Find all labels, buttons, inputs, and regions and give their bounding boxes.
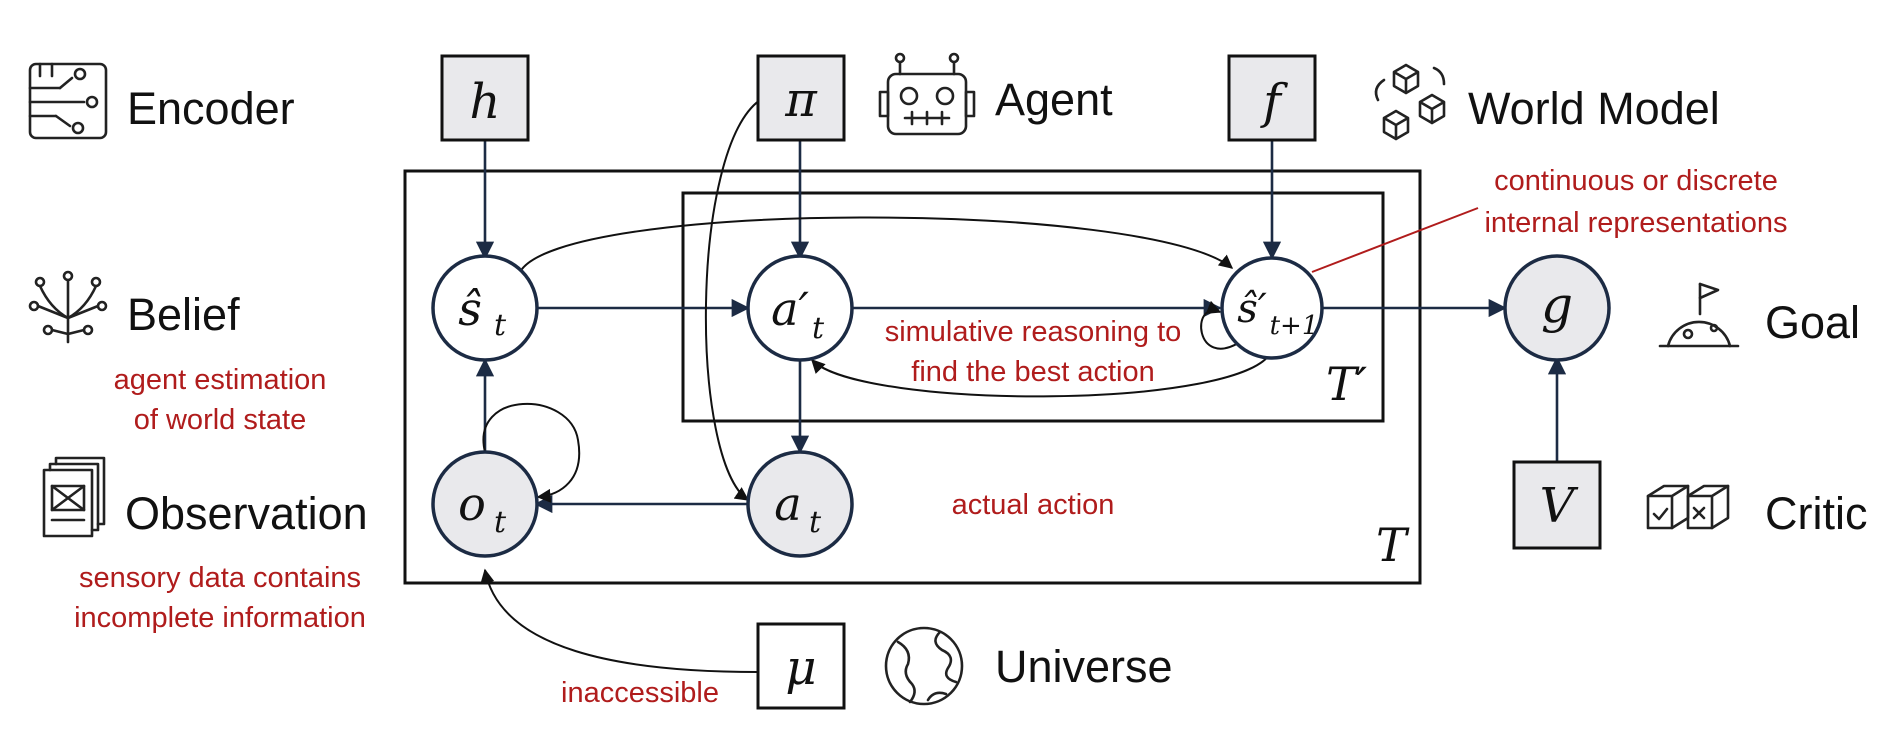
edge-s-to-snext-curve: [519, 216, 1234, 273]
annotation-reasoning-2: find the best action: [911, 356, 1154, 388]
outer-plate: [403, 169, 1422, 585]
node-s-prime-next: ŝ′ t+1: [1220, 256, 1324, 360]
svg-text:g: g: [1541, 276, 1573, 334]
cubes-icon: [1374, 63, 1446, 141]
legend-goal-label: Goal: [1765, 297, 1860, 348]
node-g: g: [1503, 254, 1611, 362]
edge-pi-to-a-curve: [704, 99, 761, 501]
svg-text:h: h: [470, 74, 501, 130]
robot-icon: [878, 52, 976, 136]
svg-text:t: t: [494, 308, 507, 343]
node-a-prime-t: a′ t: [746, 254, 854, 362]
circuit-board-icon: [28, 62, 108, 140]
annotation-observation-1: sensory data contains: [79, 562, 361, 594]
annotation-actual-action: actual action: [952, 489, 1115, 521]
edge-snext-self-loop: [1200, 300, 1241, 350]
globe-icon: [884, 626, 964, 706]
legend-belief-label: Belief: [127, 289, 240, 340]
node-o-t: o t: [431, 450, 539, 558]
svg-text:o: o: [458, 477, 486, 531]
edge-o-self-loop: [482, 402, 581, 503]
svg-text:t: t: [494, 505, 507, 540]
annotation-representations-2: internal representations: [1484, 207, 1787, 239]
svg-text:t+1: t+1: [1270, 311, 1319, 341]
node-s-t: ŝ t: [431, 254, 539, 362]
legend-encoder-label: Encoder: [127, 83, 295, 134]
svg-text:t: t: [812, 311, 825, 346]
param-h: h: [440, 54, 530, 142]
legend-agent-label: Agent: [995, 74, 1113, 125]
edge-mu-to-o-curve: [480, 568, 759, 673]
svg-text:a: a: [774, 477, 801, 531]
annotation-observation-2: incomplete information: [74, 602, 366, 634]
svg-text:t: t: [809, 505, 822, 540]
legend-observation-label: Observation: [125, 488, 368, 539]
legend-world-model-label: World Model: [1468, 83, 1720, 134]
param-pi: π: [756, 54, 846, 142]
annotation-representations-1: continuous or discrete: [1494, 165, 1778, 197]
edge-snext-to-aprime-curve: [811, 349, 1273, 398]
annotation-belief-1: agent estimation: [114, 364, 327, 396]
param-mu: μ: [756, 622, 846, 710]
legend-universe-label: Universe: [995, 641, 1173, 692]
svg-text:μ: μ: [785, 640, 816, 696]
svg-text:V: V: [1540, 478, 1579, 534]
svg-text:ŝ: ŝ: [458, 282, 482, 336]
flag-planet-icon: [1658, 282, 1740, 348]
svg-text:a′: a′: [771, 282, 809, 336]
annotation-reasoning-1: simulative reasoning to: [885, 316, 1182, 348]
representation-pointer: [1311, 207, 1479, 273]
node-a-t: a t: [746, 450, 854, 558]
svg-text:ŝ′: ŝ′: [1237, 286, 1267, 332]
annotation-inaccessible: inaccessible: [561, 677, 719, 709]
neural-tree-icon: [28, 270, 108, 344]
annotation-belief-2: of world state: [134, 404, 306, 436]
documents-icon: [42, 456, 106, 538]
inner-plate-label: T′: [1326, 357, 1368, 411]
legend-critic-label: Critic: [1765, 488, 1867, 539]
outer-plate-label: T: [1376, 518, 1410, 572]
svg-text:π: π: [784, 72, 818, 128]
param-V: V: [1512, 460, 1602, 550]
param-f: f: [1227, 54, 1317, 142]
check-cross-cubes-icon: [1646, 484, 1730, 530]
